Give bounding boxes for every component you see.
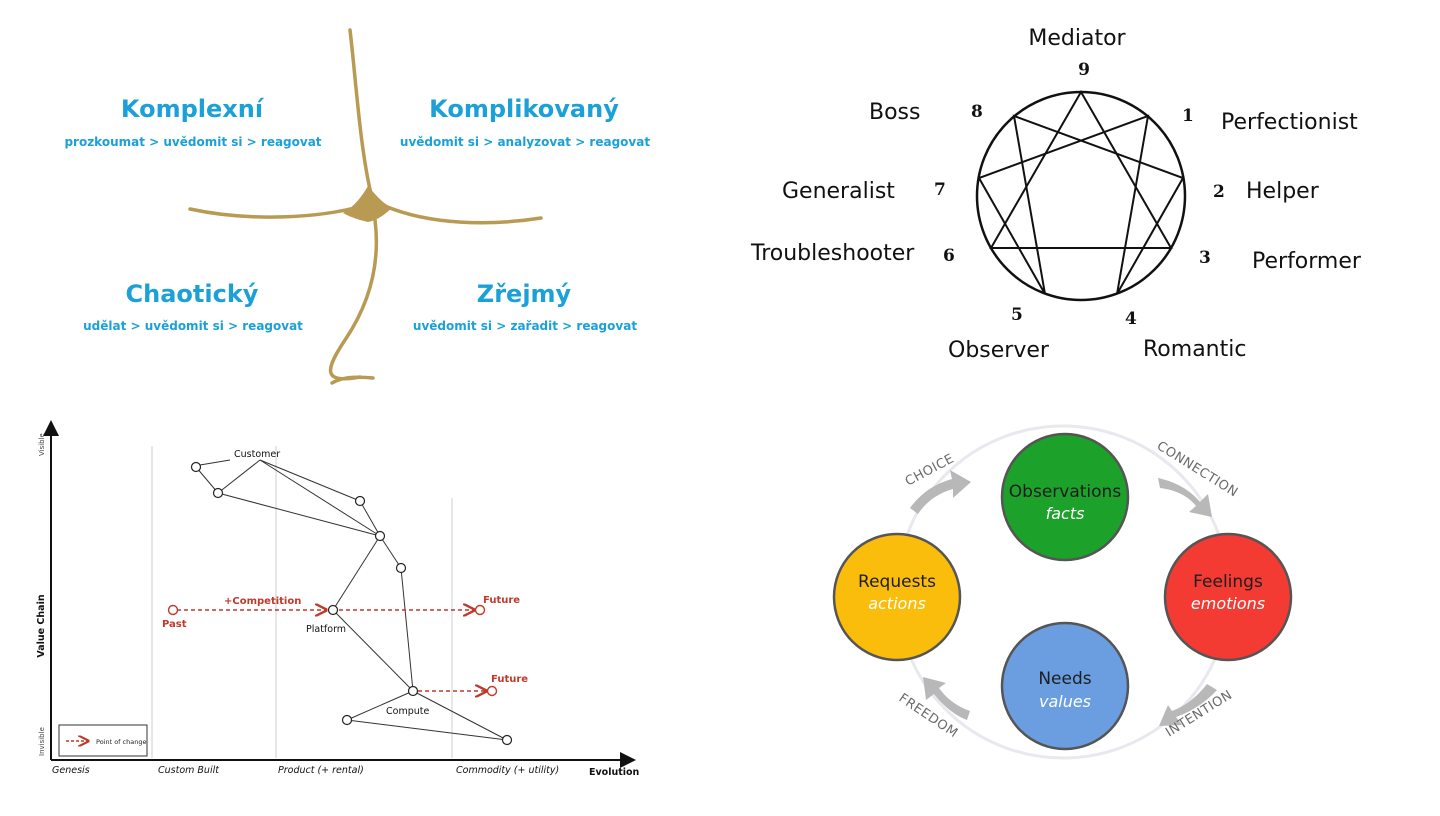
complicated-title: Komplikovaný [429, 95, 619, 123]
wardley-past-node [167, 604, 179, 616]
enneagram-label-2: Helper [1246, 179, 1320, 204]
observations-circle [1000, 432, 1130, 562]
enneagram-label-9: Mediator [1028, 26, 1126, 51]
enneagram-label-8: Boss [869, 100, 920, 125]
feelings-sub: emotions [1191, 594, 1265, 613]
nvc-feelings: Feelings emotions [1163, 532, 1293, 662]
wardley-panel: Value Chain Visible Invisible Evolution … [0, 400, 720, 812]
enneagram-label-6: Troubleshooter [750, 241, 915, 266]
wardley-links [195, 459, 508, 741]
wardley-stage-dividers [151, 446, 453, 758]
needs-sub: values [1039, 692, 1091, 711]
connection-label: CONNECTION [1154, 439, 1241, 501]
obvious-title: Zřejmý [477, 280, 572, 308]
cynefin-panel: Komplexní prozkoumat > uvědomit si > rea… [0, 0, 720, 400]
cynefin-boundary-lines [188, 28, 543, 385]
nvc-diagram: CONNECTION INTENTION FREEDOM CHOICE Obse… [832, 424, 1293, 760]
enneagram-num-8: 8 [971, 102, 983, 122]
enneagram-panel: Mediator 9 Perfectionist 1 Helper 2 Perf… [720, 0, 1440, 400]
enneagram-num-3: 3 [1199, 248, 1211, 268]
enneagram-num-9: 9 [1078, 60, 1090, 80]
nvc-needs: Needs values [1000, 621, 1130, 751]
complex-title: Komplexní [121, 95, 265, 123]
nvc-arrows [910, 470, 1217, 726]
wardley-future-label-2: Future [491, 674, 528, 685]
enneagram-label-7: Generalist [782, 179, 895, 204]
enneagram-label-5: Observer [948, 338, 1050, 363]
enneagram-circle [975, 90, 1187, 302]
stage-commodity: Commodity (+ utility) [456, 765, 559, 776]
wardley-y-top: Visible [38, 433, 46, 456]
wardley-competition-label: +Competition [224, 596, 301, 607]
stage-custom: Custom Built [158, 765, 220, 776]
wardley-node [212, 487, 224, 499]
stage-genesis: Genesis [52, 765, 90, 776]
wardley-legend-label: Point of change [96, 738, 146, 746]
nvc-observations: Observations facts [1000, 432, 1130, 562]
wardley-map: Value Chain Visible Invisible Evolution … [36, 420, 640, 778]
enneagram-label-3: Performer [1252, 249, 1362, 274]
feelings-title: Feelings [1193, 572, 1263, 592]
obvious-sub: uvědomit si > zařadit > reagovat [413, 319, 637, 333]
enneagram-diagram: Mediator 9 Perfectionist 1 Helper 2 Perf… [750, 26, 1362, 363]
wardley-compute-label: Compute [386, 706, 429, 717]
enneagram-label-4: Romantic [1143, 337, 1246, 362]
choice-arrow [910, 470, 971, 514]
intention-arrow [1159, 684, 1217, 726]
feelings-circle [1163, 532, 1293, 662]
complicated-sub: uvědomit si > analyzovat > reagovat [400, 135, 650, 149]
freedom-arrow [923, 677, 970, 720]
wardley-future-label: Future [483, 595, 520, 606]
wardley-node [501, 734, 513, 746]
wardley-platform-label: Platform [306, 624, 346, 635]
enneagram-num-2: 2 [1213, 182, 1225, 202]
connection-arrow [1158, 478, 1212, 517]
cynefin-disorder-center [343, 186, 392, 222]
enneagram-num-4: 4 [1125, 309, 1137, 329]
wardley-node [395, 562, 407, 574]
wardley-y-label: Value Chain [36, 594, 47, 657]
cynefin-diagram: Komplexní prozkoumat > uvědomit si > rea… [64, 28, 650, 385]
wardley-customer-label: Customer [234, 449, 280, 460]
enneagram-lines [977, 89, 1185, 295]
requests-circle [832, 532, 962, 662]
wardley-nodes [190, 461, 513, 746]
wardley-node-compute [407, 685, 419, 697]
wardley-future-node [486, 685, 498, 697]
complex-sub: prozkoumat > uvědomit si > reagovat [64, 135, 321, 149]
nvc-requests: Requests actions [832, 532, 962, 662]
enneagram-num-7: 7 [934, 180, 946, 200]
wardley-past-label: Past [162, 619, 187, 630]
nvc-panel: CONNECTION INTENTION FREEDOM CHOICE Obse… [720, 400, 1440, 812]
wardley-change-arrows [177, 610, 486, 691]
needs-title: Needs [1038, 669, 1091, 689]
enneagram-num-6: 6 [943, 246, 955, 266]
wardley-node [354, 495, 366, 507]
wardley-y-bottom: Invisible [38, 727, 46, 756]
wardley-node [374, 530, 386, 542]
requests-title: Requests [858, 572, 936, 592]
enneagram-num-1: 1 [1182, 106, 1194, 126]
needs-circle [1000, 621, 1130, 751]
wardley-node [341, 714, 353, 726]
observations-sub: facts [1046, 504, 1085, 523]
observations-title: Observations [1009, 482, 1122, 502]
wardley-node-platform [327, 604, 339, 616]
stage-product: Product (+ rental) [278, 765, 364, 776]
chaotic-title: Chaotický [126, 280, 259, 308]
wardley-future-node [474, 604, 486, 616]
enneagram-num-5: 5 [1011, 305, 1023, 325]
chaotic-sub: udělat > uvědomit si > reagovat [83, 319, 303, 333]
requests-sub: actions [868, 594, 926, 613]
wardley-node [190, 461, 202, 473]
enneagram-label-1: Perfectionist [1221, 110, 1358, 135]
wardley-change-nodes [167, 604, 498, 697]
wardley-x-label: Evolution [589, 767, 640, 778]
